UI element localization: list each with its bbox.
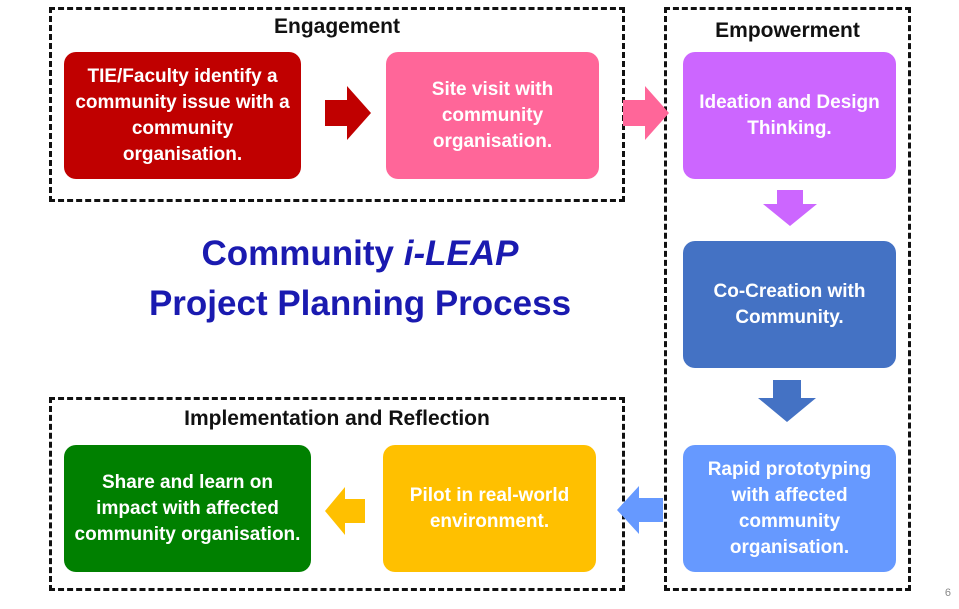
step-site-visit: Site visit with community organisation.	[386, 52, 599, 179]
step-share-learn-text: Share and learn on impact with affected …	[74, 471, 301, 545]
step-ideation: Ideation and Design Thinking.	[683, 52, 896, 179]
implementation-label: Implementation and Reflection	[184, 407, 490, 430]
title-line2: Project Planning Process	[148, 284, 572, 323]
engagement-label: Engagement	[273, 15, 401, 38]
page-title: Community i-LEAP Project Planning Proces…	[80, 234, 640, 334]
implementation-group: Implementation and Reflection	[49, 397, 625, 591]
empowerment-group: Empowerment	[664, 7, 911, 591]
step-rapid-prototyping: Rapid prototyping with affected communit…	[683, 445, 896, 572]
arrow-down-icon	[758, 380, 816, 422]
step-share-learn: Share and learn on impact with affected …	[64, 445, 311, 572]
step-pilot-text: Pilot in real-world environment.	[409, 484, 570, 532]
step-co-creation-text: Co-Creation with Community.	[713, 280, 866, 328]
step-identify-issue: TIE/Faculty identify a community issue w…	[64, 52, 301, 179]
step-ideation-text: Ideation and Design Thinking.	[699, 91, 880, 139]
empowerment-label: Empowerment	[715, 19, 860, 42]
step-site-visit-text: Site visit with community organisation.	[431, 78, 554, 152]
page-number: 6	[944, 587, 951, 599]
step-rapid-prototyping-text: Rapid prototyping with affected communit…	[707, 458, 872, 558]
step-identify-issue-text: TIE/Faculty identify a community issue w…	[75, 65, 290, 165]
arrow-left-icon	[325, 487, 365, 535]
arrow-down-icon	[763, 190, 817, 226]
step-co-creation: Co-Creation with Community.	[683, 241, 896, 368]
step-pilot: Pilot in real-world environment.	[383, 445, 596, 572]
title-line1-text: Community	[201, 234, 404, 273]
arrow-right-icon	[325, 86, 371, 140]
arrow-right-icon	[623, 86, 669, 140]
title-line1-italic: i-LEAP	[403, 234, 519, 273]
arrow-left-icon	[617, 486, 663, 534]
